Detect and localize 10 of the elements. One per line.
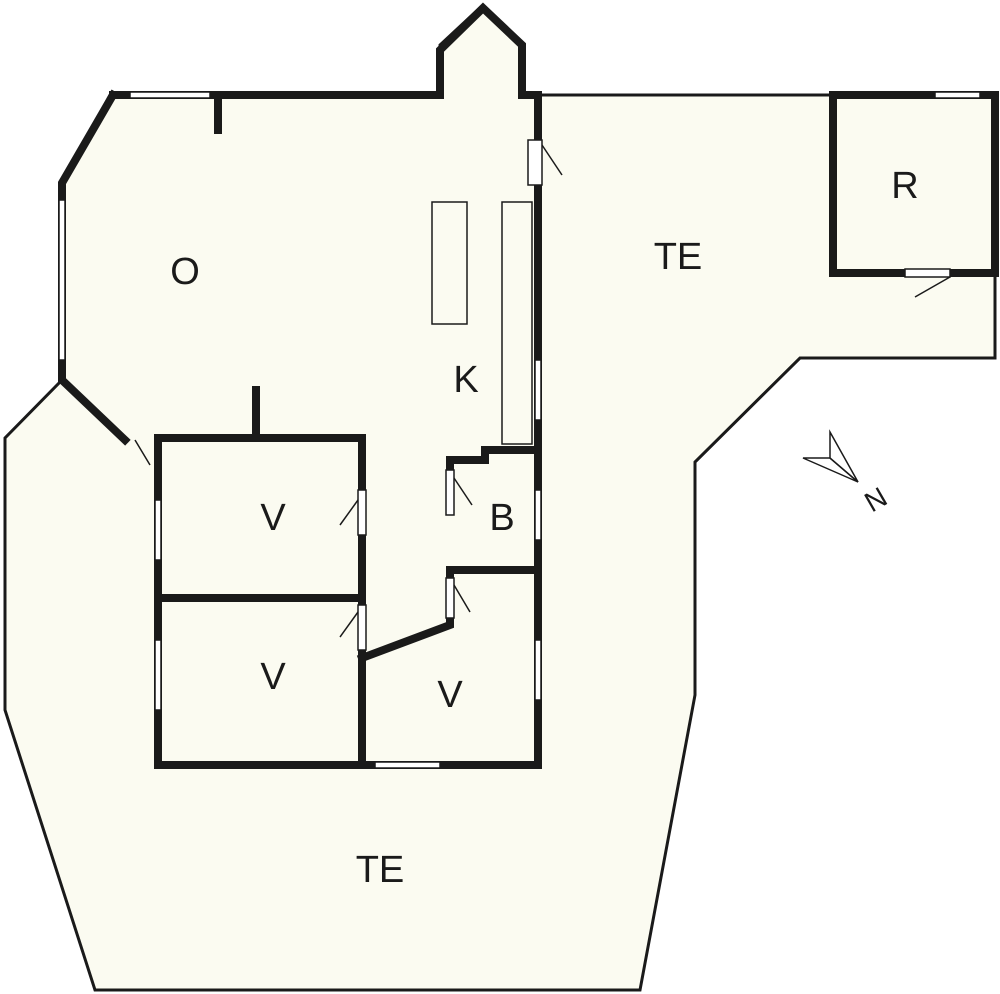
room-label: R (891, 167, 919, 205)
room-label: TE (356, 851, 404, 889)
compass-label: N (860, 482, 892, 518)
room-label: B (489, 499, 515, 537)
room-label: V (260, 658, 286, 696)
room-label: O (170, 253, 200, 291)
room-label: V (260, 499, 286, 537)
room-label: V (437, 676, 463, 714)
room-label: K (453, 361, 479, 399)
room-label: TE (654, 238, 702, 276)
